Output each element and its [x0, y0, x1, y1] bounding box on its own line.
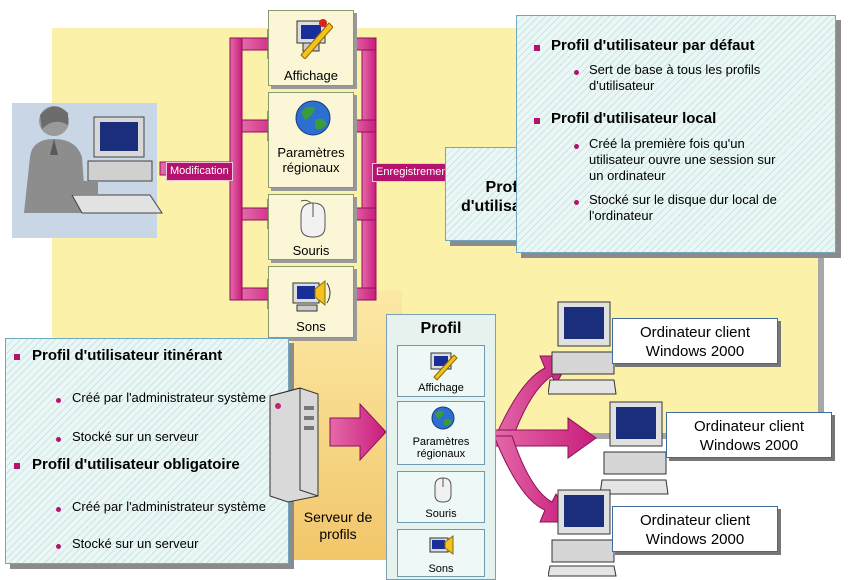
profile-column: Profil Affichage Paramètres régionaux So…: [386, 314, 496, 580]
client-label-1: Ordinateur client Windows 2000: [612, 318, 778, 364]
tile-souris: Souris: [268, 194, 354, 260]
bottom-info-box: Profil d'utilisateur itinérant Créé par …: [5, 338, 289, 564]
client-label-2: Ordinateur client Windows 2000: [666, 412, 832, 458]
mandatory-profile-item: Créé par l'administrateur système: [72, 499, 266, 514]
default-profile-heading: Profil d'utilisateur par défaut: [551, 37, 755, 54]
client-computer-icon: [548, 489, 617, 577]
local-profile-item: Stocké sur le disque dur local de l'ordi…: [589, 192, 777, 223]
roaming-profile-item: Créé par l'administrateur système: [72, 390, 266, 405]
profile-item-label: Paramètres régionaux: [412, 436, 470, 460]
client-label-text: Ordinateur client Windows 2000: [639, 324, 751, 360]
globe-icon: [431, 406, 455, 430]
roaming-profile-heading: Profil d'utilisateur itinérant: [32, 347, 223, 364]
bullet-square: [14, 354, 20, 360]
top-info-box: Profil d'utilisateur par défaut Sert de …: [516, 15, 836, 253]
mouse-icon: [434, 477, 452, 503]
tile-label: Affichage: [284, 68, 338, 83]
server-icon: [269, 387, 319, 503]
profile-item-parametres: Paramètres régionaux: [397, 401, 485, 465]
bullet-dot: [56, 544, 61, 549]
tile-sons: Sons: [268, 266, 354, 338]
modification-tag: Modification: [166, 162, 233, 181]
bullet-dot: [574, 200, 579, 205]
roaming-profile-item: Stocké sur un serveur: [72, 429, 199, 444]
profile-column-title: Profil: [420, 320, 462, 337]
tile-affichage: Affichage: [268, 10, 354, 86]
user-at-computer-icon: [12, 103, 163, 238]
bullet-dot: [574, 144, 579, 149]
tile-label: Sons: [296, 319, 326, 334]
local-profile-heading: Profil d'utilisateur local: [551, 110, 717, 127]
bullet-dot: [56, 437, 61, 442]
speaker-computer-icon: [429, 535, 454, 555]
client-label-text: Ordinateur client Windows 2000: [693, 418, 805, 454]
profile-item-souris: Souris: [397, 471, 485, 523]
enregistrement-tag: Enregistrement: [372, 163, 455, 182]
globe-icon: [295, 100, 331, 136]
bullet-square: [14, 463, 20, 469]
mandatory-profile-heading: Profil d'utilisateur obligatoire: [32, 456, 240, 473]
monitor-ruler-icon: [430, 352, 458, 381]
tile-label: Souris: [292, 243, 330, 258]
monitor-ruler-icon: [296, 19, 333, 59]
bullet-square: [534, 45, 540, 51]
profile-item-sons: Sons: [397, 529, 485, 577]
bullet-dot: [56, 398, 61, 403]
local-profile-item: Créé la première fois qu'un utilisateur …: [589, 136, 776, 183]
client-computer-icon: [548, 301, 617, 395]
bullet-dot: [56, 507, 61, 512]
server-label: Serveur de profils: [303, 509, 373, 542]
client-label-text: Ordinateur client Windows 2000: [639, 512, 751, 548]
bullet-square: [534, 118, 540, 124]
tile-label: Paramètres régionaux: [277, 145, 345, 175]
profile-item-label: Affichage: [418, 382, 464, 394]
mandatory-profile-item: Stocké sur un serveur: [72, 536, 199, 551]
profile-item-affichage: Affichage: [397, 345, 485, 397]
profile-item-label: Souris: [425, 508, 457, 520]
speaker-computer-icon: [292, 279, 331, 312]
mouse-icon: [300, 199, 326, 238]
client-computer-icon: [600, 401, 669, 495]
default-profile-item: Sert de base à tous les profils d'utilis…: [589, 62, 761, 93]
tile-parametres-regionaux: Paramètres régionaux: [268, 92, 354, 188]
client-label-3: Ordinateur client Windows 2000: [612, 506, 778, 552]
bullet-dot: [574, 70, 579, 75]
profile-item-label: Sons: [428, 563, 454, 575]
